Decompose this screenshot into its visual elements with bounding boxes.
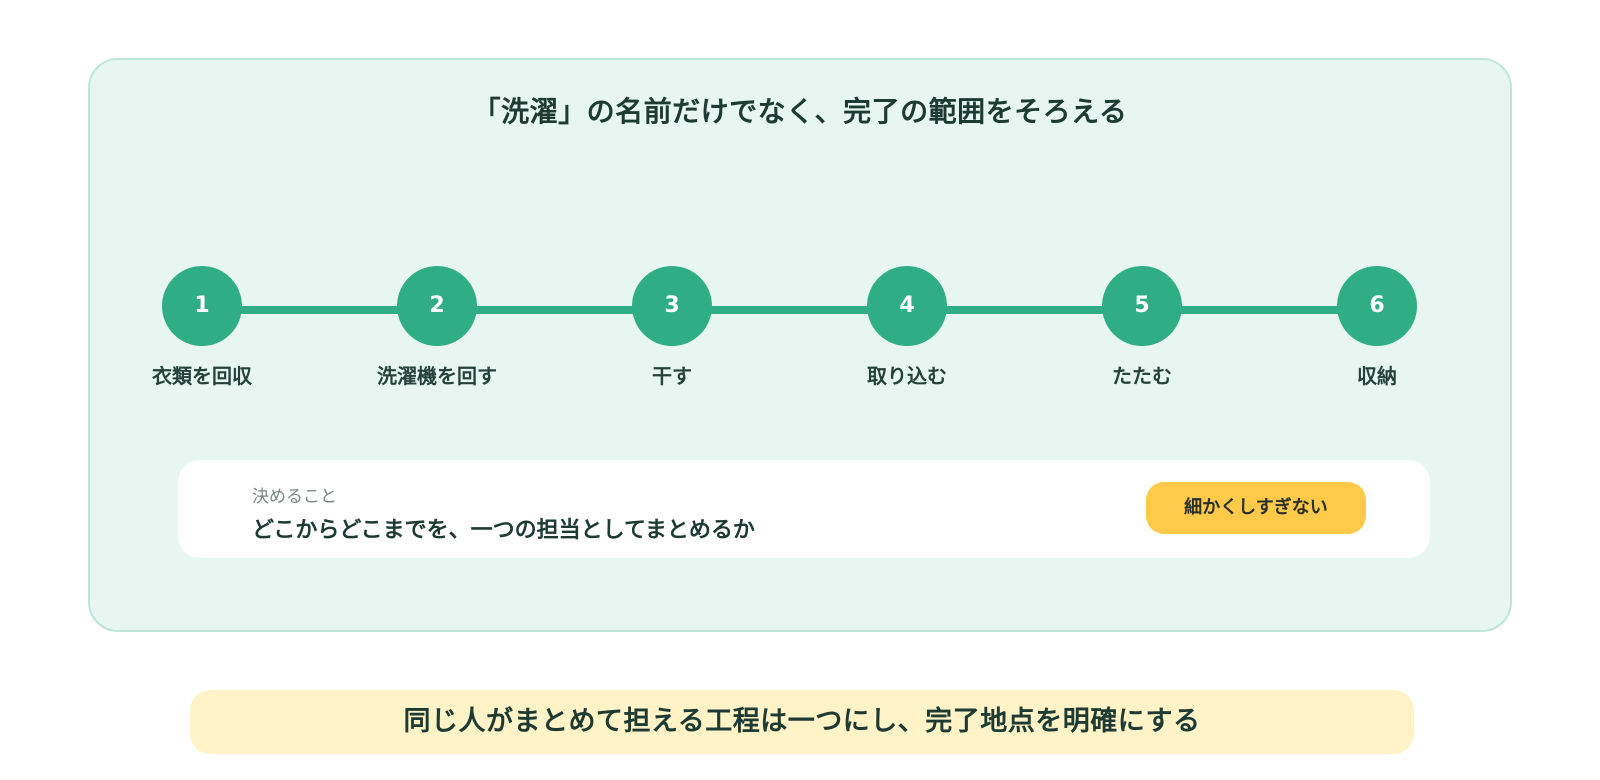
step-number-badge: 3 xyxy=(632,266,712,346)
step-number-badge: 6 xyxy=(1337,266,1417,346)
decision-tag-badge: 細かくしすぎない xyxy=(1146,482,1366,534)
step-label: 衣類を回収 xyxy=(152,364,252,388)
process-step-1: 1 衣類を回収 xyxy=(102,266,302,389)
process-step-6: 6 収納 xyxy=(1277,266,1477,389)
step-label: 取り込む xyxy=(867,364,947,388)
process-panel: 「洗濯」の名前だけでなく、完了の範囲をそろえる 1 衣類を回収 2 洗濯機を回す… xyxy=(88,58,1512,632)
summary-banner: 同じ人がまとめて担える工程は一つにし、完了地点を明確にする xyxy=(190,690,1414,754)
process-connector-line xyxy=(202,306,1402,314)
step-label: 洗濯機を回す xyxy=(377,364,497,388)
process-step-5: 5 たたむ xyxy=(1042,266,1242,389)
process-step-3: 3 干す xyxy=(572,266,772,389)
decision-kicker: 決めること xyxy=(252,487,337,507)
panel-title: 「洗濯」の名前だけでなく、完了の範囲をそろえる xyxy=(472,95,1128,128)
step-number-badge: 5 xyxy=(1102,266,1182,346)
process-step-2: 2 洗濯機を回す xyxy=(337,266,537,389)
step-number-badge: 2 xyxy=(397,266,477,346)
step-number-badge: 1 xyxy=(162,266,242,346)
decision-card: 決めること どこからどこまでを、一つの担当としてまとめるか 細かくしすぎない xyxy=(178,460,1430,558)
step-label: 干す xyxy=(652,364,692,388)
step-label: 収納 xyxy=(1357,364,1397,388)
process-step-4: 4 取り込む xyxy=(807,266,1007,389)
decision-text: どこからどこまでを、一つの担当としてまとめるか xyxy=(252,518,755,543)
step-label: たたむ xyxy=(1112,364,1172,388)
step-number-badge: 4 xyxy=(867,266,947,346)
